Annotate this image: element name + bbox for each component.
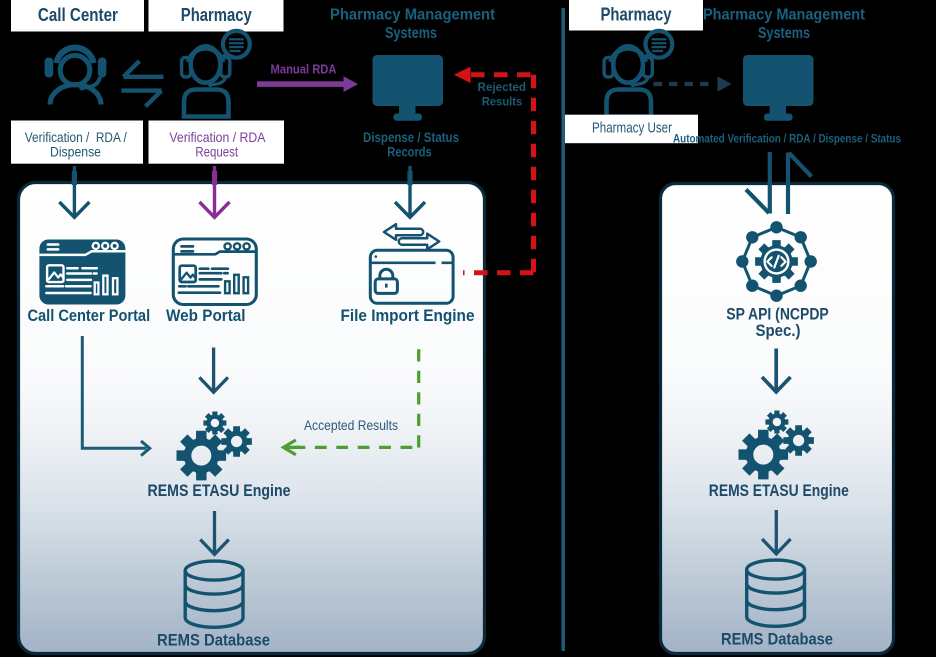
svg-text:SP API (NCPDP: SP API (NCPDP [726, 306, 829, 324]
svg-text:Systems: Systems [385, 25, 437, 42]
svg-text:Rejected: Rejected [478, 80, 527, 94]
svg-text:Systems: Systems [758, 25, 810, 42]
svg-text:Web Portal: Web Portal [166, 307, 246, 325]
svg-text:File Import Engine: File Import Engine [341, 307, 475, 325]
svg-text:REMS Database: REMS Database [721, 630, 833, 648]
svg-text:Manual RDA: Manual RDA [271, 61, 338, 76]
svg-text:Dispense: Dispense [50, 144, 101, 159]
svg-text:REMS Database: REMS Database [157, 631, 270, 649]
svg-text:REMS ETASU Engine: REMS ETASU Engine [148, 482, 291, 500]
svg-text:Call Center: Call Center [38, 4, 118, 25]
svg-text:Verification / RDA /: Verification / RDA / [25, 130, 127, 145]
svg-text:Pharmacy User: Pharmacy User [592, 120, 672, 137]
svg-text:Call Center Portal: Call Center Portal [27, 307, 150, 325]
svg-text:Pharmacy: Pharmacy [601, 3, 673, 24]
svg-text:Results: Results [482, 95, 523, 109]
svg-text:Dispense / Status: Dispense / Status [363, 130, 459, 145]
svg-text:Request: Request [195, 144, 238, 159]
svg-text:Pharmacy Management: Pharmacy Management [703, 7, 865, 24]
svg-text:Pharmacy Management: Pharmacy Management [330, 7, 495, 24]
svg-text:Accepted Results: Accepted Results [304, 418, 398, 433]
svg-text:Verification / RDA: Verification / RDA [169, 130, 266, 145]
svg-text:Automated Verification / RDA /: Automated Verification / RDA / Dispense … [673, 132, 901, 146]
svg-text:Records: Records [387, 144, 432, 159]
svg-text:REMS ETASU Engine: REMS ETASU Engine [709, 482, 849, 500]
svg-text:Pharmacy: Pharmacy [181, 4, 253, 25]
svg-text:Spec.): Spec.) [756, 322, 801, 340]
